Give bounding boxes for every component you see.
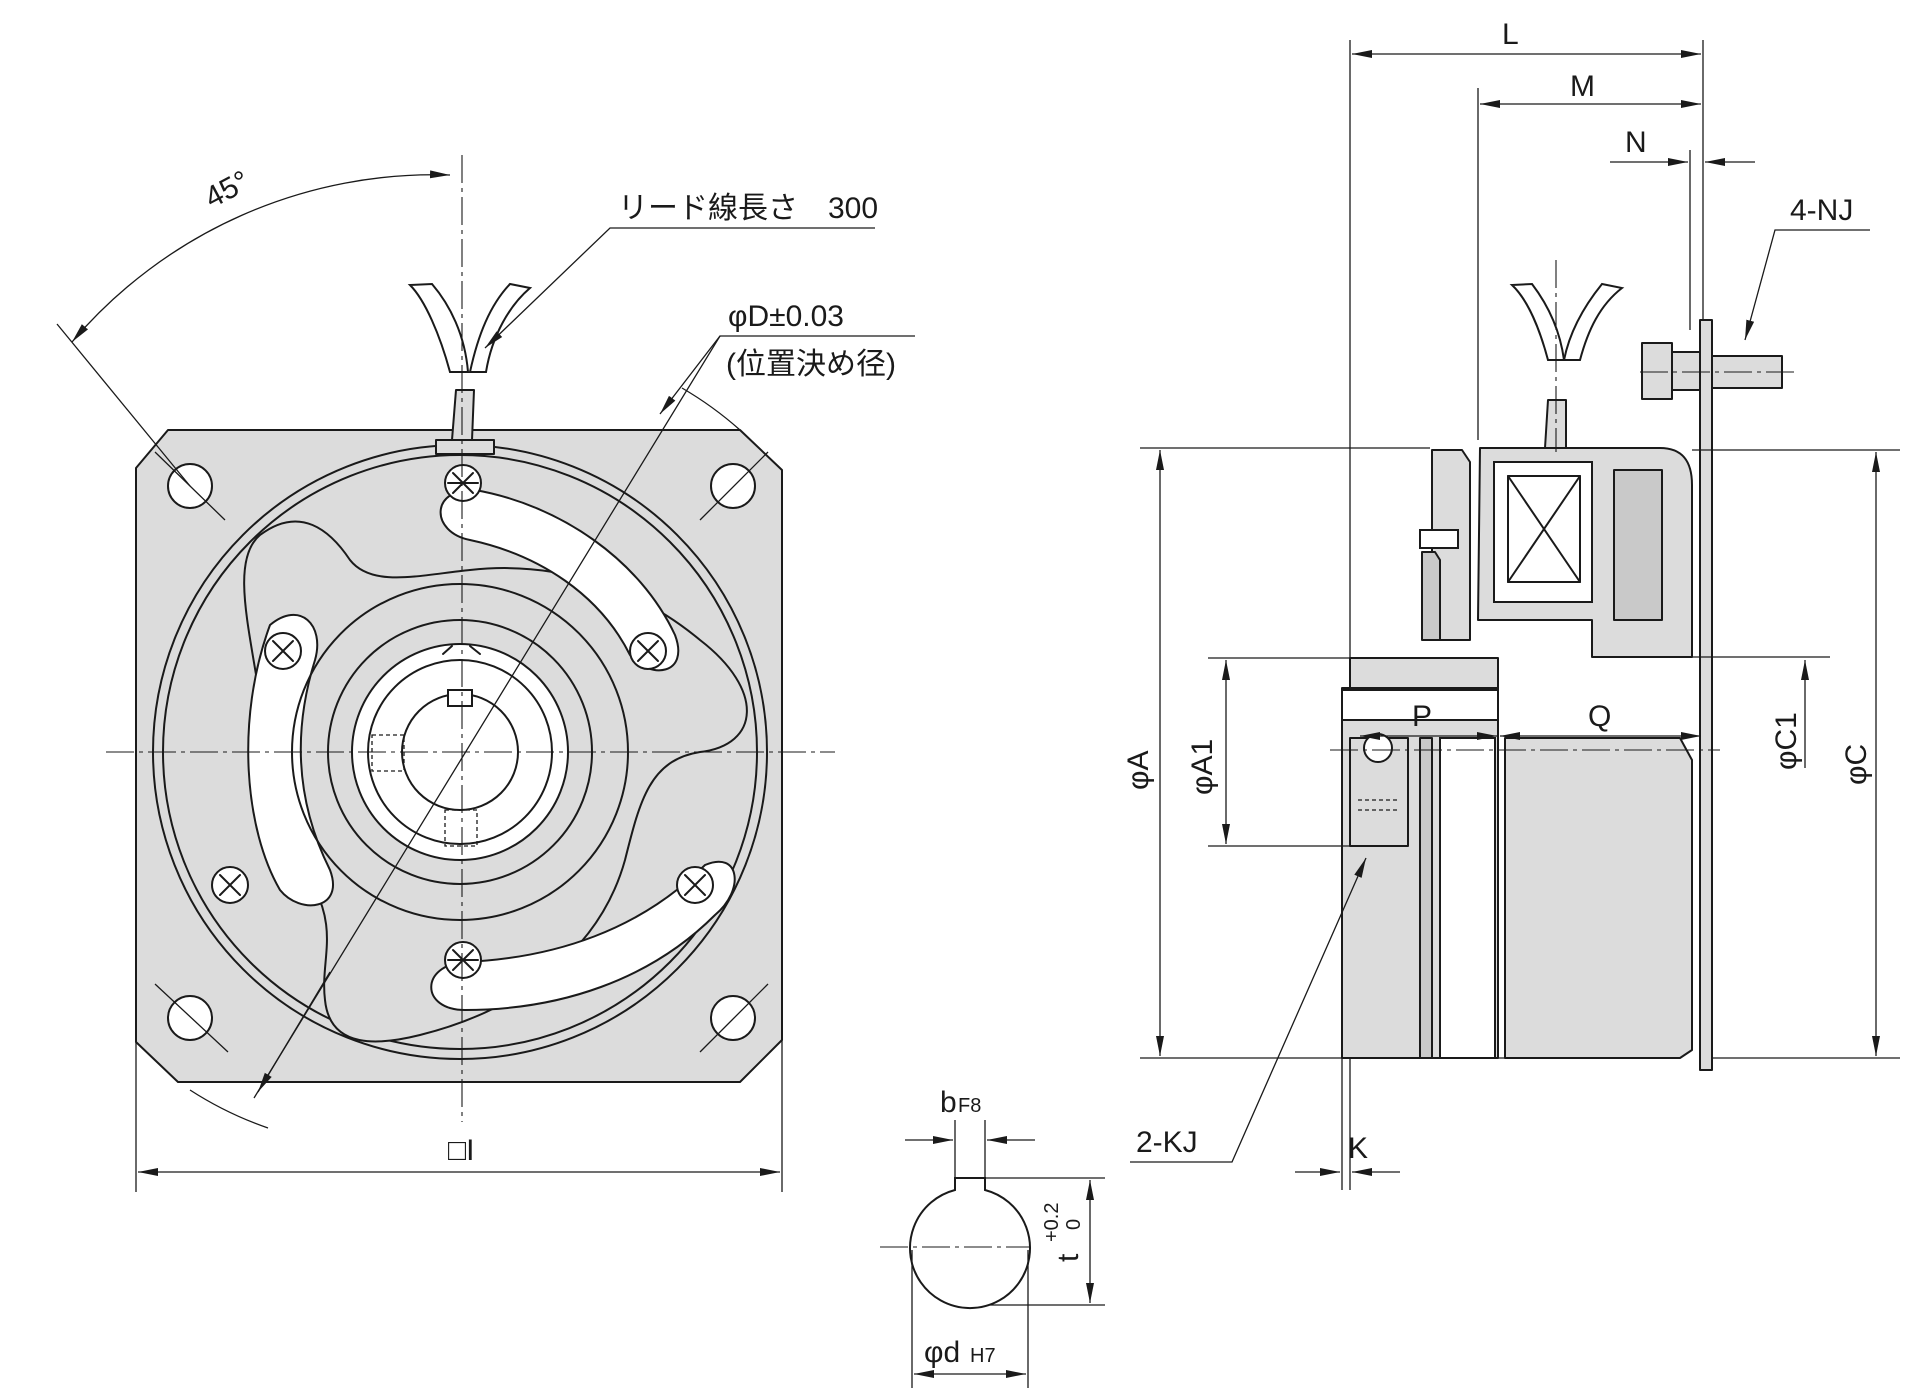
screw-lower-left	[211, 866, 249, 904]
dim-q-label: Q	[1588, 700, 1611, 733]
pilot-dia-arrow-top	[659, 335, 721, 415]
setscrew-left	[371, 734, 405, 772]
screw-upper-left	[264, 632, 302, 670]
dim-k-label: K	[1348, 1132, 1368, 1165]
spring-plate-edge	[1421, 551, 1441, 641]
dim-n-label: N	[1625, 126, 1647, 159]
lead-wire-left	[407, 282, 470, 373]
rivet-head	[1419, 529, 1459, 549]
pilot-dia-arc-bottom	[189, 1089, 269, 1129]
pilot-dia-label: φD±0.03	[728, 300, 844, 333]
screw-top	[444, 464, 482, 502]
mounting-hole-top-right	[699, 451, 769, 521]
b-tol: F8	[958, 1095, 981, 1117]
setscrew-circle	[1363, 733, 1393, 763]
angle-label: 45°	[199, 165, 255, 215]
bolt-washer	[1671, 351, 1701, 391]
rotor-disk	[1419, 737, 1433, 1059]
b-label: b	[940, 1086, 957, 1119]
angle-reference-line	[56, 323, 191, 487]
dim-nj-label: 4-NJ	[1790, 194, 1853, 227]
lead-wire-grommet	[435, 439, 495, 455]
dim-m-label: M	[1570, 70, 1595, 103]
nj-leader	[1744, 229, 1870, 341]
t-label: t	[1052, 1253, 1085, 1262]
side-view: L M N	[1122, 18, 1900, 1190]
screw-upper-right	[629, 632, 667, 670]
mounting-hole-bottom-left	[154, 983, 229, 1053]
screw-lower-right	[676, 866, 714, 904]
housing-step	[1613, 469, 1663, 621]
lead-wire-leader	[484, 227, 875, 349]
shaft-section	[909, 1177, 1031, 1310]
bolt-head	[1641, 342, 1673, 400]
setscrew-bottom	[444, 809, 478, 847]
dim-p-label: P	[1412, 700, 1432, 733]
dim-l-label: L	[1502, 18, 1519, 51]
t-tol-upper: +0.2	[1041, 1203, 1063, 1242]
side-lead-left	[1509, 282, 1566, 361]
pilot-dia-arrow-bottom	[257, 971, 331, 1093]
lead-wire-stub	[451, 389, 475, 441]
lead-wire-right	[468, 282, 533, 373]
hub-flange-top	[1349, 657, 1499, 691]
keyway-view: b F8 t +0.2 0 φd H7	[880, 1086, 1105, 1388]
square-label: □I	[448, 1134, 474, 1167]
mounting-plate	[1699, 319, 1713, 1071]
coil-box	[1507, 475, 1581, 583]
dim-kj-label: 2-KJ	[1136, 1126, 1198, 1159]
screw-bottom	[444, 941, 482, 979]
d-label: φd	[924, 1336, 960, 1369]
dim-a1-label: φA1	[1186, 739, 1219, 795]
lead-wire-label: リード線長さ 300	[618, 192, 878, 225]
t-tol-lower: 0	[1063, 1219, 1085, 1230]
mounting-hole-bottom-right	[699, 983, 769, 1053]
friction-lining	[1439, 737, 1496, 1059]
d-tol: H7	[970, 1345, 996, 1367]
side-lead-right	[1562, 282, 1625, 361]
retaining-ring-mark	[442, 645, 481, 655]
pilot-dia-note: (位置決め径)	[726, 348, 896, 381]
dim-c-label: φC	[1840, 744, 1873, 785]
front-view: 45° リード線長さ 300 φD±0.03 (位置決め径) □I	[56, 155, 915, 1192]
setscrew-dashes	[1358, 799, 1400, 811]
coil-cross	[1507, 475, 1581, 583]
dim-a-label: φA	[1122, 751, 1155, 790]
pilot-dia-arc-top	[681, 387, 741, 431]
stator-cylinder	[1504, 737, 1693, 1059]
kj-leader	[1130, 857, 1367, 1163]
dim-c1-label: φC1	[1770, 712, 1803, 770]
hub-gap	[1341, 689, 1499, 721]
angle-dimension-arc	[71, 170, 451, 343]
arc-slot-lower	[430, 860, 736, 1012]
bore-keyway	[447, 689, 473, 707]
side-lead-stub	[1544, 399, 1567, 449]
